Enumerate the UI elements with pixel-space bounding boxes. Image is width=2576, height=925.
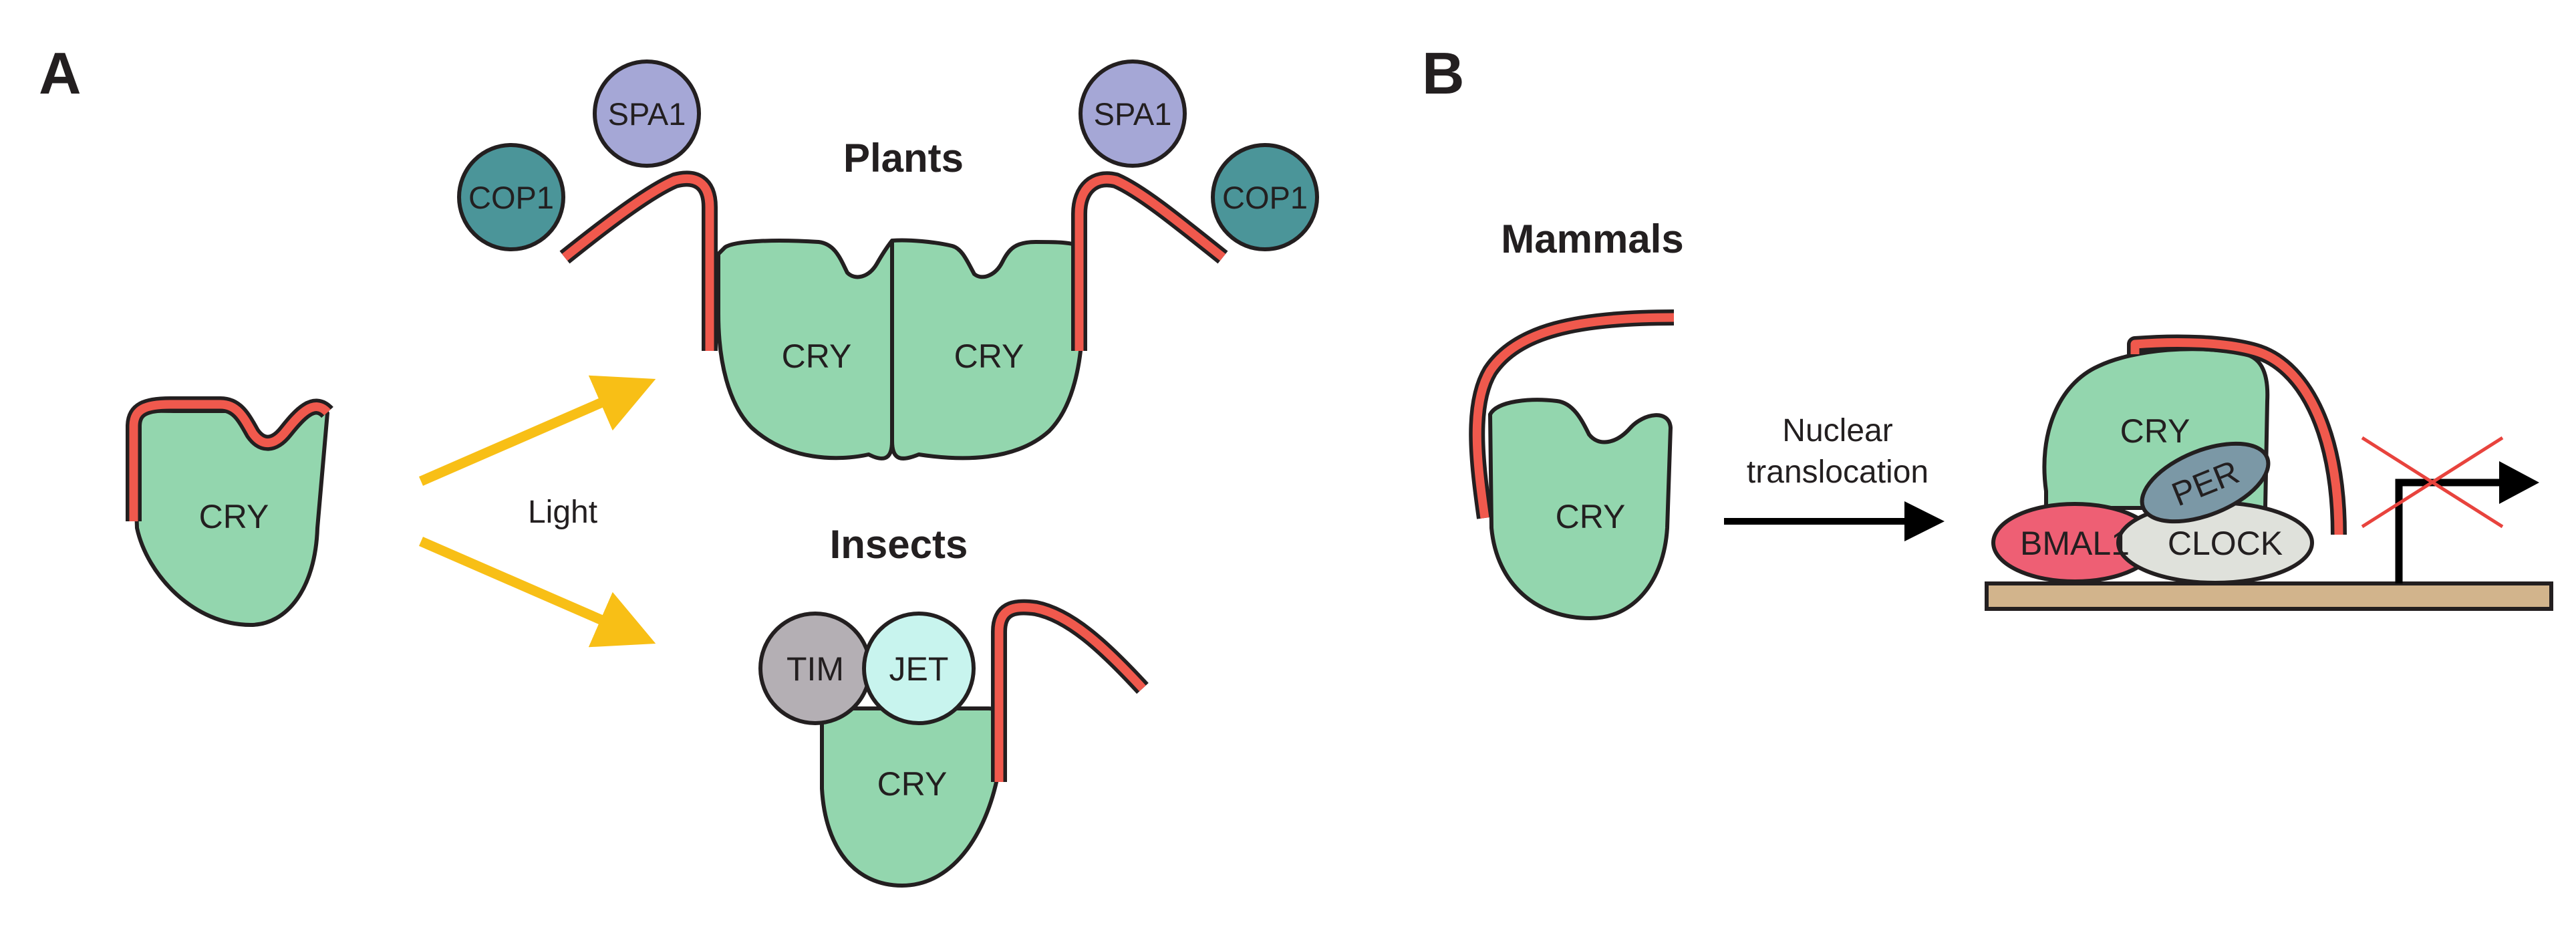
bmal1-label: BMAL1: [2020, 525, 2130, 562]
panel-a-letter: A: [39, 40, 82, 106]
light-arrow-icon: [419, 375, 656, 486]
plant-cry-dimer: CRY CRY: [559, 170, 1228, 460]
plant-cry-right-label: CRY: [954, 338, 1024, 375]
mammal-repressor-complex: CRY PER BMAL1 CLOCK: [1991, 334, 2347, 585]
free-cry-protein: CRY: [126, 396, 333, 627]
cop1-right-circle: [1211, 143, 1319, 251]
plant-left-partners: COP1 SPA1: [457, 59, 701, 251]
cop1-left-circle: [457, 143, 565, 251]
mammals-title: Mammals: [1501, 217, 1683, 261]
plants-title: Plants: [843, 136, 964, 180]
complex-cry-label: CRY: [2120, 412, 2190, 450]
translocation-label-line2: translocation: [1747, 454, 1928, 490]
plant-right-partners: SPA1 COP1: [1079, 59, 1319, 251]
dna-bar: [1985, 581, 2553, 611]
plant-cry-left-label: CRY: [782, 338, 852, 375]
insect-cry-label: CRY: [877, 765, 948, 803]
per-ellipse: [2140, 441, 2271, 524]
jet-label: JET: [889, 650, 949, 688]
free-cry-label: CRY: [199, 498, 269, 535]
mammal-cry-body: [1488, 398, 1673, 620]
tim-label: TIM: [786, 650, 844, 688]
spa1-left-circle: [593, 59, 701, 168]
panel-b-letter: B: [1422, 40, 1465, 106]
cop1-left-label: COP1: [468, 180, 554, 215]
clock-label: CLOCK: [2168, 525, 2283, 562]
insect-cry-complex: TIM JET CRY: [758, 599, 1149, 888]
plant-cry-right-body: [890, 238, 1085, 460]
spa1-right-circle: [1079, 59, 1187, 168]
spa1-left-label: SPA1: [608, 96, 686, 132]
mammal-cry-label: CRY: [1556, 498, 1626, 535]
jet-circle: [862, 612, 976, 725]
transcription-start-arrowhead: [2499, 461, 2539, 504]
spa1-right-label: SPA1: [1094, 96, 1172, 132]
light-arrow-icon: [419, 537, 656, 648]
mammal-cry-protein: CRY: [1469, 309, 1675, 620]
insects-title: Insects: [830, 522, 968, 567]
translocation-label-line1: Nuclear: [1782, 413, 1892, 448]
cop1-right-label: COP1: [1222, 180, 1308, 215]
blocked-cross-icon: [2361, 436, 2504, 529]
light-label: Light: [528, 495, 597, 530]
transcription-start-arrow-icon: [2395, 479, 2509, 583]
